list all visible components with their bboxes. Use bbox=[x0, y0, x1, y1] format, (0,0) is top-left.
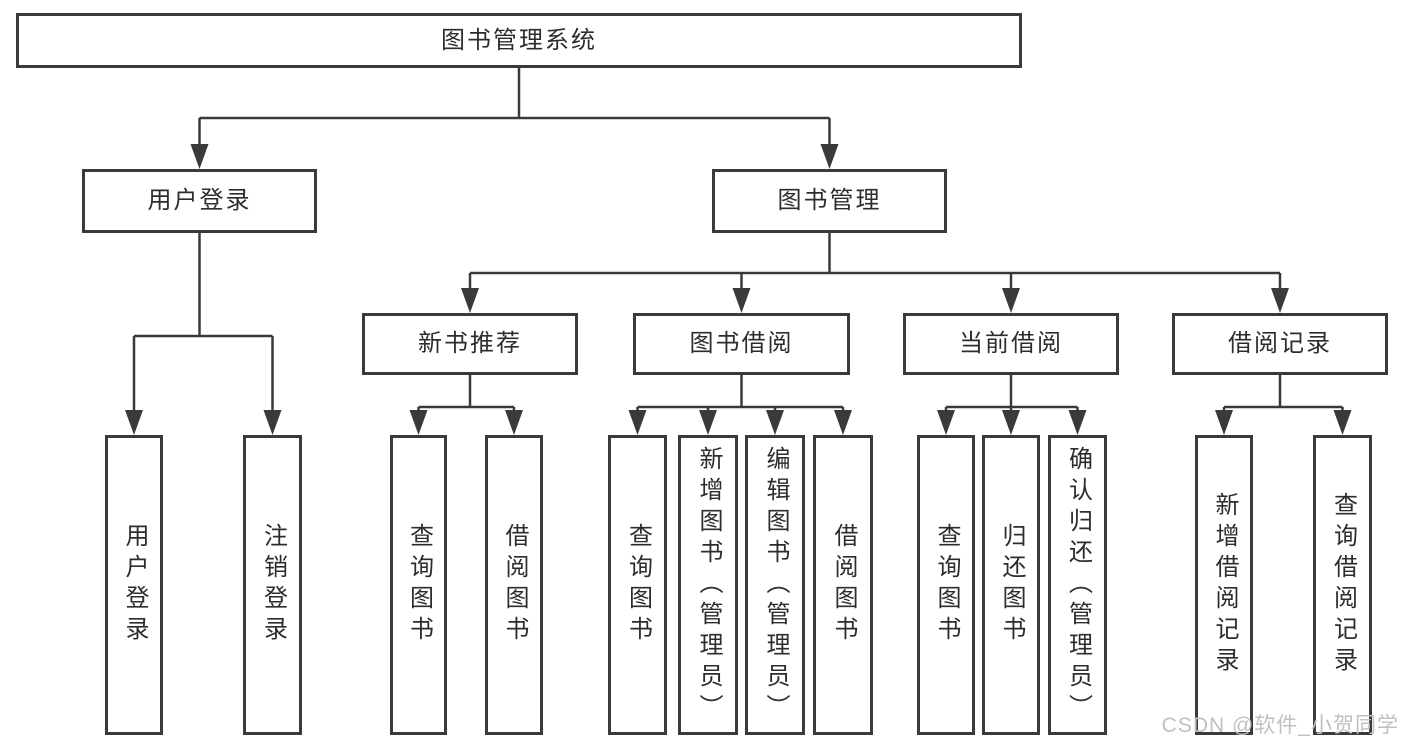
node-label-leaf-edit-books: 编辑图书（管理员） bbox=[762, 445, 789, 725]
node-leaf-borrow-books-1: 借阅图书 bbox=[485, 435, 543, 735]
node-leaf-user-login: 用户登录 bbox=[105, 435, 163, 735]
node-label-leaf-query-borrow-record: 查询借阅记录 bbox=[1329, 492, 1357, 678]
node-leaf-query-books-2: 查询图书 bbox=[608, 435, 667, 735]
node-label-book-borrowing: 图书借阅 bbox=[689, 330, 794, 357]
node-leaf-edit-books: 编辑图书（管理员） bbox=[745, 435, 805, 735]
node-book-borrowing: 图书借阅 bbox=[633, 313, 850, 375]
node-borrowing-records: 借阅记录 bbox=[1172, 313, 1388, 375]
node-label-leaf-query-books-2: 查询图书 bbox=[624, 523, 652, 647]
node-label-book-management: 图书管理 bbox=[777, 187, 882, 214]
node-leaf-query-books-3: 查询图书 bbox=[917, 435, 975, 735]
node-label-leaf-add-books: 新增图书（管理员） bbox=[695, 445, 722, 725]
node-leaf-borrow-books-2: 借阅图书 bbox=[813, 435, 873, 735]
node-label-leaf-logout: 注销登录 bbox=[259, 523, 287, 647]
node-label-leaf-borrow-books-1: 借阅图书 bbox=[501, 523, 528, 647]
node-label-leaf-query-books-3: 查询图书 bbox=[933, 523, 960, 647]
node-user-login: 用户登录 bbox=[82, 169, 317, 233]
node-leaf-query-borrow-record: 查询借阅记录 bbox=[1313, 435, 1372, 735]
node-new-book-recommend: 新书推荐 bbox=[362, 313, 578, 375]
node-label-leaf-return-books: 归还图书 bbox=[998, 523, 1025, 647]
node-label-leaf-user-login: 用户登录 bbox=[121, 523, 148, 647]
node-label-current-borrowing: 当前借阅 bbox=[959, 330, 1063, 357]
node-label-user-login: 用户登录 bbox=[147, 187, 252, 214]
node-leaf-query-books-1: 查询图书 bbox=[390, 435, 447, 735]
node-label-root: 图书管理系统 bbox=[441, 26, 597, 54]
node-leaf-add-borrow-record: 新增借阅记录 bbox=[1195, 435, 1253, 735]
node-label-borrowing-records: 借阅记录 bbox=[1228, 330, 1332, 357]
node-leaf-logout: 注销登录 bbox=[243, 435, 302, 735]
node-label-leaf-borrow-books-2: 借阅图书 bbox=[830, 523, 857, 647]
node-book-management: 图书管理 bbox=[712, 169, 947, 233]
node-current-borrowing: 当前借阅 bbox=[903, 313, 1119, 375]
node-label-leaf-add-borrow-record: 新增借阅记录 bbox=[1211, 492, 1238, 678]
node-label-leaf-confirm-return: 确认归还（管理员） bbox=[1064, 445, 1092, 725]
node-leaf-return-books: 归还图书 bbox=[982, 435, 1040, 735]
node-label-leaf-query-books-1: 查询图书 bbox=[405, 523, 433, 647]
csdn-watermark: CSDN @软件_小贺同学 bbox=[1161, 714, 1399, 737]
node-leaf-add-books: 新增图书（管理员） bbox=[678, 435, 738, 735]
node-label-new-book-recommend: 新书推荐 bbox=[418, 330, 522, 357]
node-leaf-confirm-return: 确认归还（管理员） bbox=[1048, 435, 1107, 735]
node-root: 图书管理系统 bbox=[16, 13, 1022, 68]
